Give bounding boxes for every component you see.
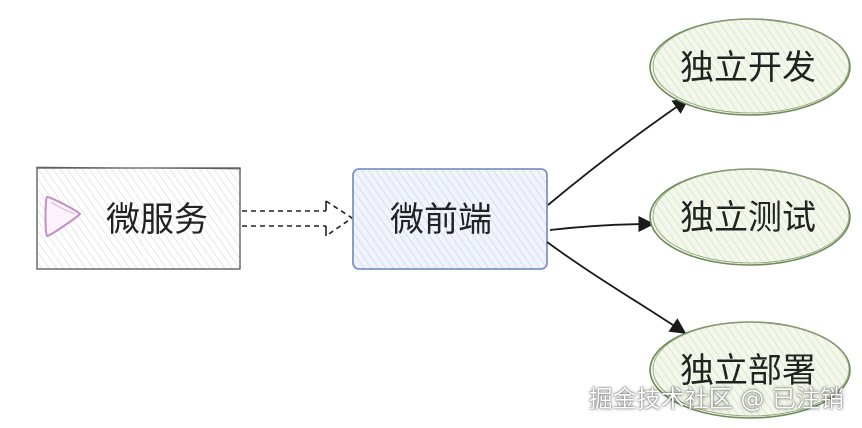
independent-deploy-node: 独立部署 xyxy=(649,321,851,419)
microservice-label: 微服务 xyxy=(106,200,208,240)
arrow-to-deploy xyxy=(546,241,687,334)
independent-dev-label: 独立开发 xyxy=(680,48,816,88)
independent-deploy-label: 独立部署 xyxy=(680,351,816,391)
microservice-node: 微服务 xyxy=(35,166,242,270)
microfrontend-label: 微前端 xyxy=(390,200,492,240)
watermark: 掘金技术社区 @ 已注销 xyxy=(588,385,844,413)
microfrontend-node: 微前端 xyxy=(352,168,548,270)
arrow-to-dev xyxy=(547,98,690,206)
independent-dev-node: 独立开发 xyxy=(649,18,851,116)
independent-test-label: 独立测试 xyxy=(680,198,816,238)
arrow-to-test xyxy=(549,215,655,233)
play-icon xyxy=(44,196,82,238)
dashed-arrow xyxy=(242,200,354,237)
arrows-to-outcomes xyxy=(546,98,690,334)
independent-test-node: 独立测试 xyxy=(649,168,851,266)
